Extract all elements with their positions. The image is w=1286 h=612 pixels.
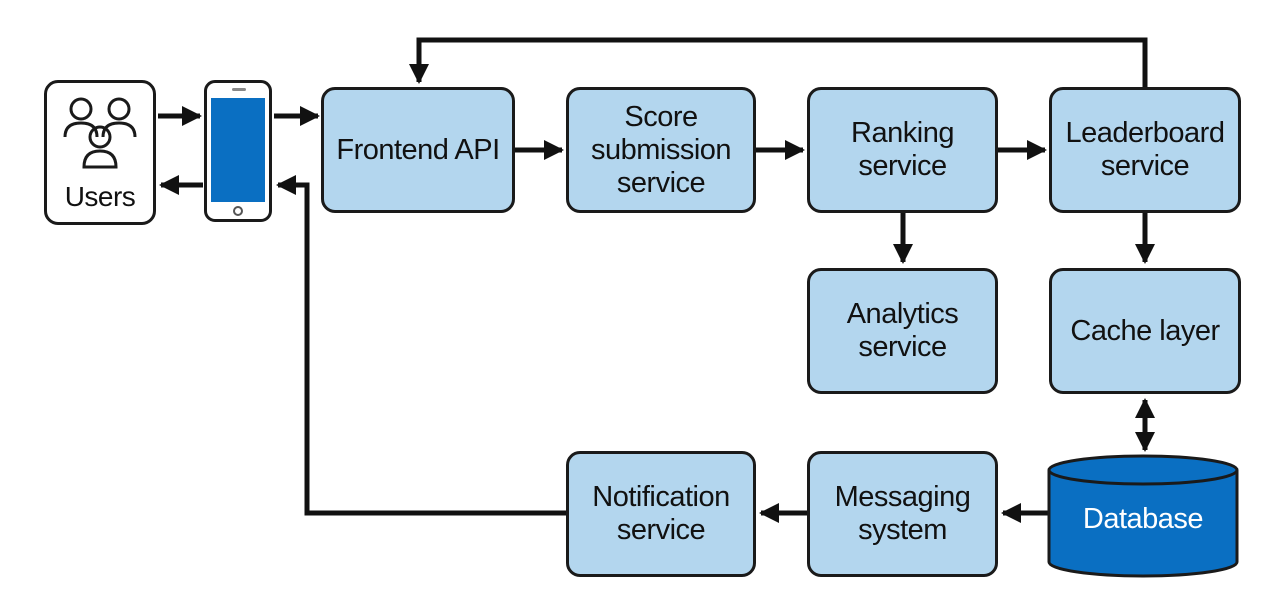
arrow-leaderboard-to-frontend [409, 37, 1148, 88]
notification-service-node: Notification service [566, 451, 756, 577]
cache-layer-node: Cache layer [1049, 268, 1241, 394]
arrow-notification-to-phone [276, 175, 566, 516]
frontend-api-node: Frontend API [321, 87, 515, 213]
database-icon [1047, 454, 1239, 578]
users-icon [63, 97, 137, 169]
messaging-system-node: Messaging system [807, 451, 998, 577]
users-label: Users [64, 181, 136, 212]
ranking-service-node: Ranking service [807, 87, 998, 213]
analytics-service-node: Analytics service [807, 268, 998, 394]
phone-screen [211, 98, 265, 202]
users-node: Users [44, 80, 156, 225]
phone-home-button [233, 206, 243, 216]
database-label: Database [1082, 503, 1204, 535]
phone-speaker [232, 88, 246, 91]
smartphone-icon [204, 80, 272, 222]
score-submission-service-node: Score submission service [566, 87, 756, 213]
leaderboard-service-node: Leaderboard service [1049, 87, 1241, 213]
